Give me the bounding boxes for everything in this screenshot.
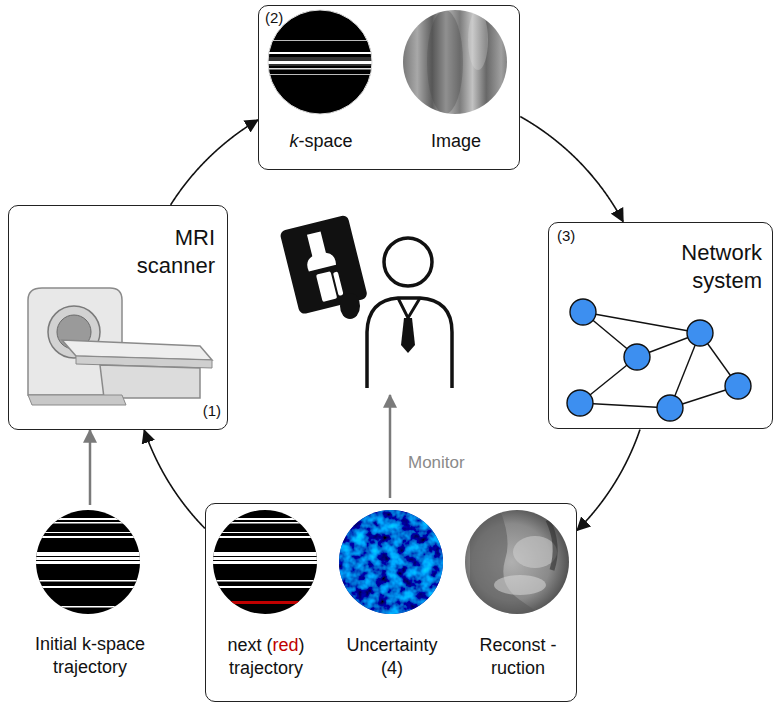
network-graph (687, 320, 713, 346)
initial-trajectory-image (30, 557, 150, 560)
callout-number: (3) (557, 227, 597, 246)
initial-trajectory-image (30, 580, 150, 582)
network-box: (3) Network system (548, 222, 773, 429)
next-trajectory-image (210, 522, 330, 524)
next-trajectory-image (210, 561, 330, 564)
reconstruction-image (513, 536, 557, 568)
doctor-icon (398, 298, 420, 318)
image-caption: Image (396, 130, 516, 153)
next-trajectory-image (210, 586, 330, 588)
next-trajectory-image (210, 518, 330, 520)
box-title: MRI scanner (105, 224, 215, 279)
network-graph (725, 373, 751, 399)
next-trajectory-image (210, 536, 330, 538)
cycle-arrow (144, 430, 205, 528)
network-graph (583, 312, 700, 333)
initial-trajectory-image (30, 518, 150, 520)
doctor-icon (401, 318, 415, 353)
network-graph (570, 299, 596, 325)
network-graph (624, 344, 650, 370)
monitor-arrow (389, 395, 392, 498)
network-graph (657, 395, 683, 421)
acquisition-box: (2) k-space Image (258, 5, 520, 170)
circle-rim (268, 10, 372, 114)
kspace-image (260, 74, 380, 75)
output-box: next (red) trajectory Uncertainty(4) Recon… (205, 503, 577, 702)
initial-trajectory-image (30, 522, 150, 524)
box-title: Network system (644, 239, 762, 294)
next-trajectory-image (210, 552, 330, 556)
next-trajectory-image (210, 580, 330, 582)
monitor-label: Monitor (408, 452, 518, 473)
aliased-image (400, 5, 515, 120)
uncertainty-map (338, 509, 444, 615)
callout-number: (4) (332, 657, 452, 680)
aliased-image (468, 10, 488, 70)
reconstruction-image (494, 575, 546, 595)
kspace-image (260, 40, 380, 41)
trajectory-circle: Initial k-space trajectory (10, 505, 170, 700)
cycle-arrow (520, 117, 623, 222)
uncertainty-map (338, 509, 444, 615)
network-graph (567, 299, 751, 421)
image-caption: Uncertainty (332, 634, 452, 657)
doctor-icon (333, 271, 344, 295)
initial-trajectory-image (30, 586, 150, 588)
initial-trajectory-image (30, 505, 150, 620)
aliased-image (427, 10, 463, 114)
initial-trajectory-image (30, 505, 150, 620)
callout-number: (2) (265, 9, 305, 28)
cycle-arrow (577, 429, 640, 530)
mri-scanner-illustration (28, 288, 212, 405)
reconstruction-image (463, 509, 571, 615)
doctor-icon (300, 230, 337, 272)
kspace-image (260, 61, 380, 64)
reconstruction-image (548, 520, 555, 570)
scanner-box: MRI scanner (1) (8, 205, 228, 430)
next-trajectory-image (210, 505, 330, 620)
doctor-icon (340, 293, 360, 319)
image-caption: Reconst -ruction (464, 634, 572, 679)
kspace-image (260, 57, 380, 66)
next-trajectory-image (210, 601, 330, 604)
kspace-image (260, 68, 380, 70)
callout-number: (1) (179, 402, 221, 421)
next-trajectory-image (210, 557, 330, 560)
initial-trajectory-image (30, 606, 150, 608)
reconstruction-image (463, 509, 571, 615)
cycle-arrow (89, 430, 92, 505)
aliased-image (400, 5, 515, 120)
image-caption: Initial k-space trajectory (13, 633, 167, 678)
kspace-image (260, 5, 380, 120)
doctor-icon (279, 214, 452, 388)
doctor-icon (367, 298, 452, 388)
initial-trajectory-image (30, 532, 150, 533)
next-trajectory-image (210, 532, 330, 533)
connector-layer (90, 117, 640, 531)
doctor-icon (384, 238, 432, 286)
image-caption: next (red) trajectory (212, 634, 320, 679)
kspace-image (260, 52, 380, 54)
next-trajectory-image (210, 505, 330, 620)
initial-trajectory-image (30, 536, 150, 538)
uncertainty-map (338, 509, 444, 615)
network-graph (567, 390, 593, 416)
initial-trajectory-image (30, 552, 150, 556)
initial-trajectory-image (30, 561, 150, 564)
mri-scanner-illustration (100, 365, 200, 398)
kspace-image (260, 5, 380, 120)
mri-scanner-illustration (28, 395, 126, 405)
cycle-arrow (171, 120, 258, 205)
image-caption: k-space (261, 130, 381, 153)
